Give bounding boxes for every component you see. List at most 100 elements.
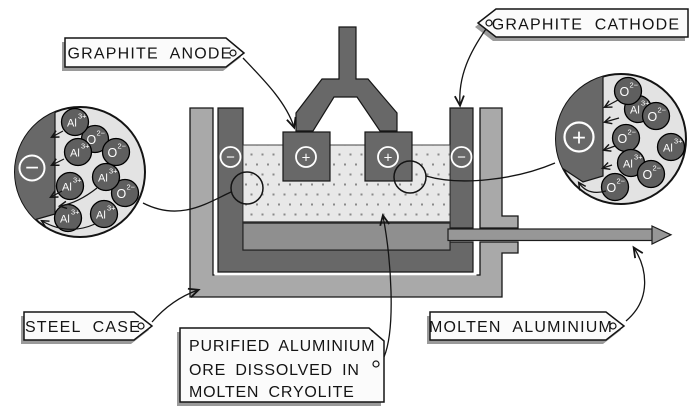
tag-hole-icon	[372, 360, 380, 368]
anode-block-right	[364, 131, 413, 182]
svg-text:+: +	[572, 125, 586, 152]
svg-text:3+: 3+	[73, 176, 82, 185]
svg-text:3+: 3+	[674, 137, 683, 146]
tag-hole-icon	[229, 49, 237, 57]
svg-text:2−: 2−	[653, 164, 662, 173]
ion-arrow	[579, 183, 607, 193]
tag-graphite-cathode: GRAPHITE CATHODE	[475, 8, 689, 41]
molten-aluminium-layer	[242, 221, 451, 251]
ion-arrow	[60, 187, 98, 206]
tag-hole-icon	[609, 322, 617, 330]
magnifier-circle-cathode	[230, 171, 264, 205]
ion-al3plus: Al3+	[656, 132, 686, 162]
ion-arrow	[52, 131, 64, 137]
steel-case-right-wall	[479, 107, 519, 229]
steel-case	[189, 107, 519, 298]
inset-link-left	[142, 191, 232, 212]
svg-text:ORE DISSOLVED IN: ORE DISSOLVED IN	[189, 362, 360, 379]
inset-link-right	[425, 162, 556, 182]
svg-text:GRAPHITE CATHODE: GRAPHITE CATHODE	[492, 17, 680, 34]
svg-text:3+: 3+	[81, 142, 90, 151]
ion-arrow	[603, 165, 613, 168]
svg-text:O: O	[87, 133, 97, 147]
graphite-lining-right-wall	[449, 107, 474, 229]
anode-support	[295, 26, 398, 132]
svg-text:2−: 2−	[127, 183, 136, 192]
cathode-minus-icon: −	[219, 146, 242, 168]
pointer-molten-aluminium	[625, 245, 646, 322]
svg-text:3+: 3+	[634, 153, 643, 162]
svg-text:MOLTEN ALUMINIUM: MOLTEN ALUMINIUM	[429, 319, 613, 336]
pointer-steel-case	[151, 287, 201, 323]
svg-text:O: O	[108, 146, 118, 160]
tap-arrowhead-icon	[651, 225, 673, 245]
svg-text:Al: Al	[70, 148, 80, 160]
tag-molten-aluminium: MOLTEN ALUMINIUM	[427, 311, 626, 344]
ion-al3plus: Al3+	[89, 199, 119, 229]
anode-plus-icon-large: +	[563, 121, 595, 153]
svg-text:PURIFIED ALUMINIUM: PURIFIED ALUMINIUM	[189, 338, 375, 355]
svg-text:2−: 2−	[118, 142, 127, 151]
svg-text:2−: 2−	[617, 177, 626, 186]
tag-graphite-anode: GRAPHITE ANODE	[62, 37, 246, 71]
ion-arrow	[42, 221, 96, 230]
tag-steel-case: STEEL CASE	[21, 311, 154, 344]
svg-text:Al: Al	[67, 118, 77, 130]
ion-arrow	[604, 146, 616, 150]
svg-text:Al: Al	[98, 173, 108, 185]
svg-text:Al: Al	[62, 182, 72, 194]
svg-text:Al: Al	[630, 105, 640, 117]
pointer-purified-ore	[379, 213, 392, 358]
ion-arrow	[605, 118, 620, 122]
svg-text:+: +	[384, 149, 393, 166]
svg-text:O: O	[620, 85, 630, 99]
svg-text:+: +	[302, 149, 311, 166]
svg-text:2−: 2−	[658, 106, 667, 115]
tag-hole-icon	[485, 19, 493, 27]
svg-text:O: O	[607, 181, 617, 195]
svg-text:−: −	[25, 155, 39, 182]
svg-text:O: O	[117, 187, 127, 201]
ion-al3plus: Al3+	[63, 137, 93, 167]
svg-text:3+: 3+	[109, 167, 118, 176]
svg-text:Al: Al	[96, 210, 106, 222]
pointer-graphite-anode	[242, 57, 297, 130]
svg-text:2−: 2−	[97, 129, 106, 138]
magnifier-circle-anode	[393, 160, 427, 194]
electrolyte-region	[242, 144, 451, 224]
svg-text:Al: Al	[60, 214, 70, 226]
ion-arrow	[52, 159, 65, 165]
svg-text:2−: 2−	[630, 81, 639, 90]
ion-arrow	[51, 191, 63, 197]
svg-text:O: O	[648, 110, 658, 124]
svg-text:2−: 2−	[628, 128, 637, 137]
svg-text:O: O	[643, 168, 653, 182]
svg-text:−: −	[226, 149, 235, 166]
cathode-minus-icon-large: −	[18, 154, 46, 182]
tag-purified-ore: PURIFIED ALUMINIUM ORE DISSOLVED IN MOLT…	[177, 327, 385, 406]
ion-al3plus: Al3+	[60, 107, 90, 137]
ion-al3plus: Al3+	[55, 171, 85, 201]
svg-text:STEEL CASE: STEEL CASE	[25, 319, 141, 336]
cathode-minus-icon: −	[450, 146, 473, 168]
pointer-graphite-cathode	[454, 28, 487, 108]
tap-pipe	[447, 228, 654, 242]
svg-text:3+: 3+	[107, 204, 116, 213]
svg-text:O: O	[618, 132, 628, 146]
anode-plus-icon: +	[295, 146, 317, 168]
anode-block-left	[282, 131, 331, 182]
anode-plus-icon: +	[377, 146, 399, 168]
ion-al3plus: Al3+	[91, 162, 121, 192]
svg-text:−: −	[457, 149, 466, 166]
